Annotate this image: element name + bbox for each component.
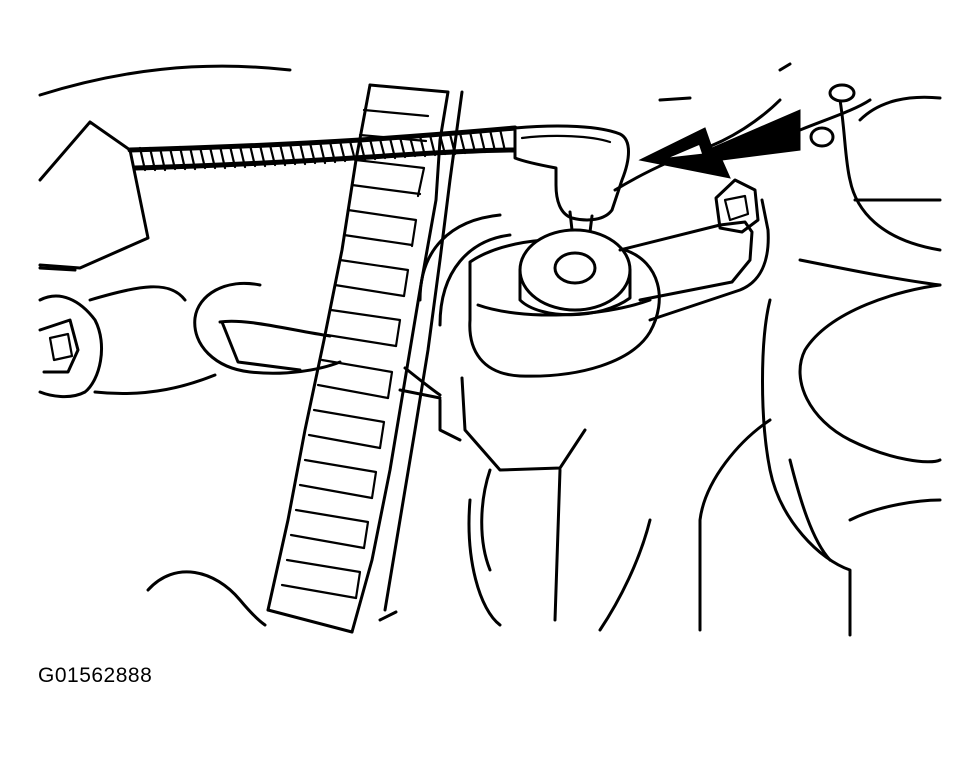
center-bracket	[193, 282, 442, 400]
engine-component-illustration	[38, 62, 942, 637]
sensor-body	[418, 213, 661, 627]
right-bracket	[618, 178, 770, 322]
wire-harness	[127, 125, 518, 172]
lower-left-fragment	[146, 570, 267, 627]
left-bolt	[38, 285, 217, 399]
figure-id-label: G01562888	[38, 664, 153, 687]
timing-belt	[266, 83, 464, 634]
pointer-arrow-icon	[638, 109, 801, 179]
left-upper-housing	[38, 64, 292, 272]
engine-block-right	[598, 62, 942, 637]
sensor-connector	[513, 124, 630, 234]
